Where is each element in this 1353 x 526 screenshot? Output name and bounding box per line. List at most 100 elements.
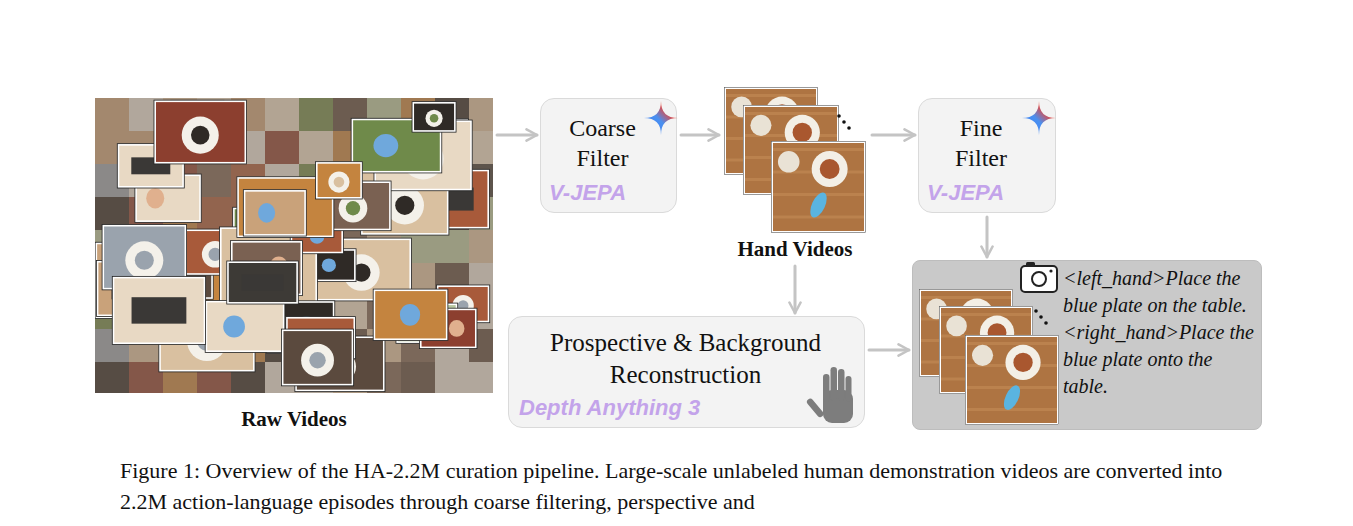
image-stack: Hand Videos <box>722 85 868 262</box>
blurred-tile <box>129 197 163 230</box>
blurred-tile <box>299 230 333 263</box>
video-thumbnail <box>412 102 456 133</box>
blurred-tile <box>299 263 333 296</box>
process-box: Fine FilterV-JEPA <box>918 98 1056 213</box>
hand-icon <box>806 367 853 423</box>
blurred-tile <box>299 296 333 329</box>
video-thumbnail <box>316 162 363 199</box>
step-title: Prospective & Background Reconstruction <box>521 327 851 391</box>
model-name: V-JEPA <box>923 180 1039 206</box>
video-thumbnail <box>185 229 246 275</box>
video-thumbnail <box>220 227 318 304</box>
blurred-tile <box>435 329 469 362</box>
blurred-tile <box>95 131 129 164</box>
blurred-tile <box>469 230 493 263</box>
hand-video-frames <box>725 88 866 233</box>
raw-video-collage <box>95 98 493 393</box>
blurred-tile <box>163 329 197 362</box>
model-name: Depth Anything 3 <box>515 395 856 421</box>
blurred-tile <box>367 98 401 131</box>
blurred-tile <box>231 362 265 393</box>
blurred-tile <box>435 296 469 329</box>
blurred-tile <box>435 164 469 197</box>
video-frame <box>920 290 1013 377</box>
blurred-tile <box>129 98 163 131</box>
video-thumbnail <box>171 100 224 140</box>
blurred-tile <box>265 131 299 164</box>
blurred-tile <box>129 296 163 329</box>
video-thumbnail <box>315 181 391 231</box>
blurred-tile <box>469 263 493 296</box>
output-panel: <left_hand>Place the blue plate on the t… <box>912 260 1262 430</box>
blurred-tile <box>265 197 299 230</box>
blurred-tile <box>299 197 333 230</box>
flow-arrow <box>869 349 909 352</box>
image-label: Hand Videos <box>738 236 853 262</box>
blurred-tile <box>163 296 197 329</box>
video-thumbnail <box>311 238 411 301</box>
blurred-tile <box>469 164 493 197</box>
blurred-tile <box>299 131 333 164</box>
ellipsis-dots <box>1034 309 1048 325</box>
blurred-tile <box>265 263 299 296</box>
video-thumbnail <box>414 169 490 229</box>
blurred-tile <box>333 263 367 296</box>
blurred-tile <box>129 131 163 164</box>
blurred-tile <box>367 197 401 230</box>
flow-arrow <box>872 134 915 137</box>
blurred-tile <box>469 98 493 131</box>
video-thumbnail <box>436 285 489 323</box>
video-thumbnail <box>102 224 186 289</box>
blurred-tile <box>435 263 469 296</box>
blurred-tile <box>367 329 401 362</box>
blurred-tile <box>299 164 333 197</box>
blurred-tile <box>265 329 299 362</box>
blurred-tile <box>265 98 299 131</box>
blurred-tile <box>401 197 435 230</box>
blurred-tile <box>197 197 231 230</box>
blurred-tile <box>265 296 299 329</box>
gemini-sparkle <box>1022 101 1056 135</box>
blurred-tile <box>231 329 265 362</box>
blurred-tile <box>265 230 299 263</box>
blurred-tile <box>333 329 367 362</box>
video-thumbnail <box>247 188 314 228</box>
blurred-tile <box>231 296 265 329</box>
video-thumbnail <box>373 289 448 340</box>
blurred-tile <box>95 329 129 362</box>
video-thumbnail <box>96 261 169 317</box>
blurred-tile <box>95 197 129 230</box>
blurred-tile <box>163 263 197 296</box>
blurred-tile <box>163 98 197 131</box>
blurred-tile <box>333 164 367 197</box>
video-thumbnail <box>361 169 449 235</box>
model-name: V-JEPA <box>545 180 660 206</box>
process-box: Prospective & Background ReconstructionD… <box>508 316 865 428</box>
video-thumbnail <box>233 207 325 274</box>
blurred-tile <box>197 98 231 131</box>
blurred-tile <box>299 362 333 393</box>
blurred-tile <box>231 197 265 230</box>
video-thumbnail <box>205 300 285 352</box>
video-thumbnail <box>159 304 255 372</box>
blurred-tile <box>197 263 231 296</box>
video-thumbnail <box>124 245 213 300</box>
annotation-text: <right_hand>Place the blue plate onto th… <box>1063 319 1256 400</box>
flow-arrow <box>497 134 537 137</box>
video-thumbnail <box>237 177 334 238</box>
video-thumbnail <box>290 220 343 254</box>
blurred-tile <box>231 98 265 131</box>
video-thumbnail <box>295 336 385 392</box>
blurred-tile <box>231 263 265 296</box>
blurred-tile <box>163 230 197 263</box>
video-frame <box>725 88 818 175</box>
blurred-tile <box>231 164 265 197</box>
blurred-tile <box>469 329 493 362</box>
blurred-tile <box>197 296 231 329</box>
video-thumbnail <box>374 120 472 191</box>
step-title: Coarse Filter <box>557 113 649 173</box>
blurred-tile <box>197 230 231 263</box>
blurred-tile <box>231 131 265 164</box>
blurred-tile <box>435 197 469 230</box>
